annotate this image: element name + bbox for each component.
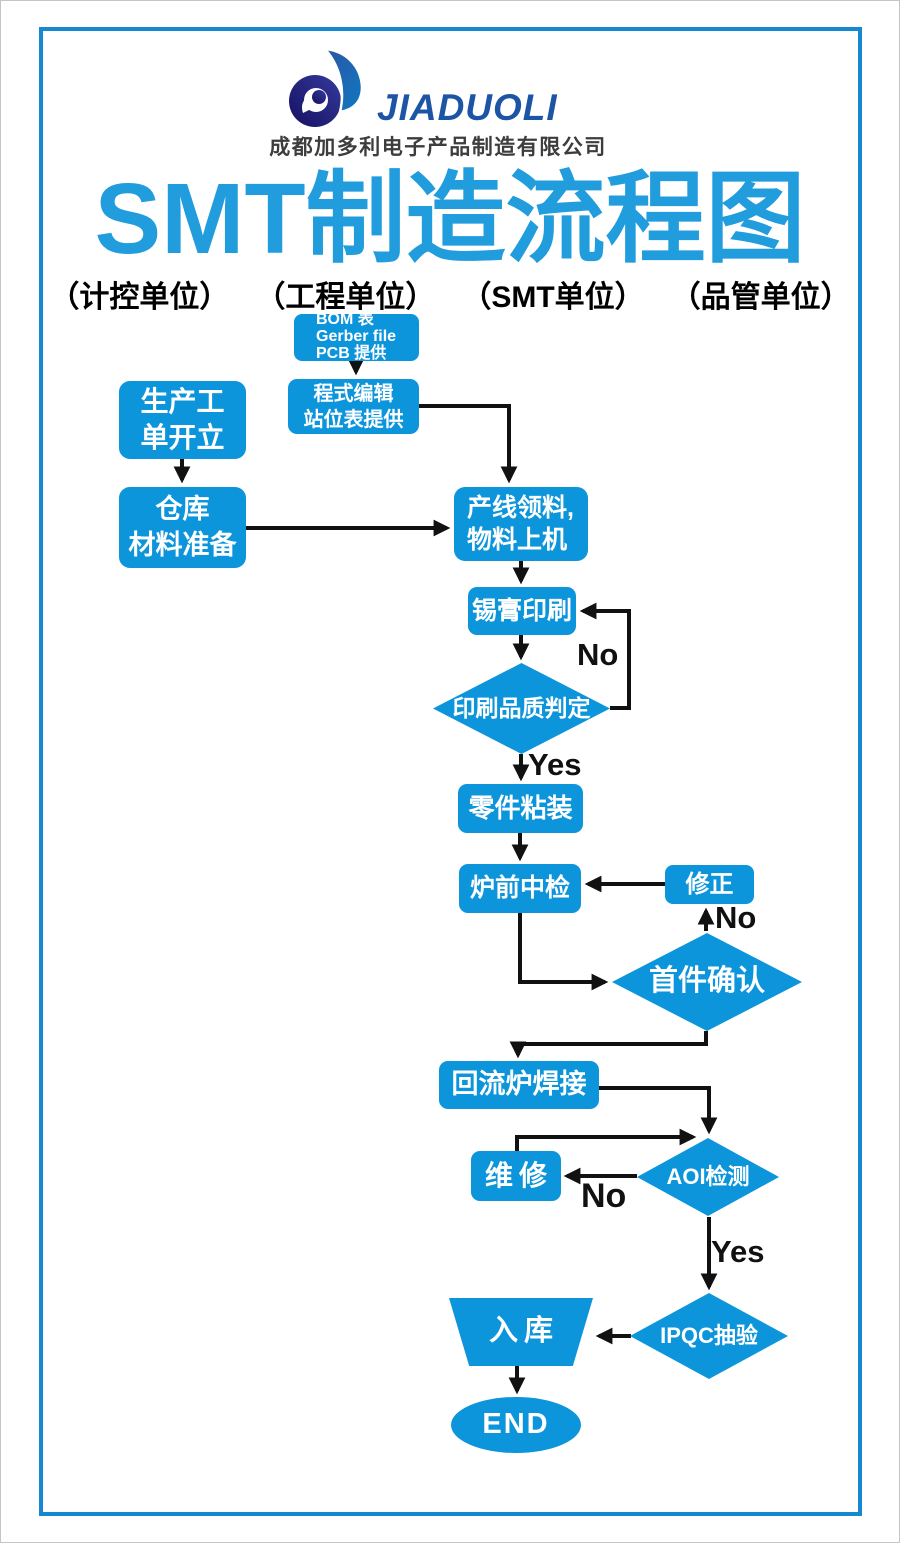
node-first-article-label: 首件确认 bbox=[648, 965, 765, 998]
unit-row: （计控单位） （工程单位） （SMT单位） （品管单位） bbox=[1, 272, 899, 316]
unit-smt: （SMT单位） bbox=[461, 281, 645, 314]
node-ipqc-label: IPQC抽验 bbox=[660, 1322, 758, 1348]
node-reflow-label: 回流炉焊接 bbox=[451, 1069, 587, 1100]
node-work-order-line2: 单开立 bbox=[140, 422, 225, 453]
edge-label-aoi-no: No bbox=[581, 1177, 627, 1215]
node-work-order: 生产工 单开立 bbox=[119, 381, 246, 459]
node-warehouse-line2: 材料准备 bbox=[128, 529, 237, 560]
node-print-check-label: 印刷品质判定 bbox=[452, 694, 591, 721]
node-work-order-line1: 生产工 bbox=[140, 385, 225, 417]
node-storage-label: 入库 bbox=[488, 1315, 559, 1348]
node-bom: BOM 表 Gerber file PCB 提供 bbox=[294, 311, 419, 362]
node-line-feed: 产线领料, 物料上机 bbox=[454, 487, 588, 561]
node-end: END bbox=[451, 1397, 581, 1453]
unit-qc: （品管单位） bbox=[670, 281, 851, 314]
node-solder-print-label: 锡膏印刷 bbox=[471, 596, 572, 625]
edge-printcheck-no-loop bbox=[579, 602, 631, 710]
node-pre-oven-check: 炉前中检 bbox=[459, 864, 581, 913]
edge-label-first-no: No bbox=[715, 900, 757, 935]
edge-label-aoi-yes: Yes bbox=[711, 1234, 765, 1269]
edge-preoven-firstarticle bbox=[518, 913, 609, 991]
node-repair-label: 维修 bbox=[484, 1159, 553, 1191]
edge-reflow-aoi bbox=[599, 1086, 718, 1135]
node-reflow: 回流炉焊接 bbox=[439, 1061, 599, 1109]
node-end-label: END bbox=[482, 1408, 550, 1441]
edge-label-print-yes: Yes bbox=[528, 747, 582, 782]
border-frame bbox=[39, 27, 862, 1516]
node-storage: 入库 bbox=[449, 1298, 593, 1366]
edge-label-print-no: No bbox=[577, 637, 619, 672]
node-program-edit: 程式编辑 站位表提供 bbox=[288, 379, 419, 434]
node-warehouse: 仓库 材料准备 bbox=[119, 487, 246, 568]
brand-name: JIADUOLI bbox=[377, 87, 558, 128]
node-solder-print: 锡膏印刷 bbox=[468, 587, 576, 635]
company-name: 成都加多利电子产品制造有限公司 bbox=[269, 136, 607, 159]
node-component-place-label: 零件粘装 bbox=[468, 792, 573, 823]
node-repair: 维修 bbox=[471, 1151, 561, 1201]
edge-program-linefeed bbox=[418, 404, 518, 484]
edge-firstarticle-reflow bbox=[509, 1031, 708, 1059]
node-pre-oven-check-label: 炉前中检 bbox=[469, 874, 570, 903]
node-program-line1: 程式编辑 bbox=[313, 382, 394, 405]
node-program-line2: 站位表提供 bbox=[303, 408, 404, 431]
node-fix: 修正 bbox=[665, 865, 754, 904]
node-aoi-label: AOI检测 bbox=[666, 1163, 750, 1189]
page-title: SMT制造流程图 bbox=[94, 163, 806, 275]
node-line-feed-line1: 产线领料, bbox=[467, 493, 574, 522]
node-component-place: 零件粘装 bbox=[458, 784, 583, 833]
node-bom-line1: BOM 表 bbox=[316, 311, 374, 329]
edge-repair-aoi-loop bbox=[515, 1128, 697, 1151]
node-warehouse-line1: 仓库 bbox=[155, 494, 210, 525]
unit-planning: （计控单位） bbox=[49, 281, 230, 314]
jiaduoli-logo-icon bbox=[289, 49, 363, 127]
node-fix-label: 修正 bbox=[685, 870, 734, 898]
node-line-feed-line2: 物料上机 bbox=[467, 526, 568, 554]
unit-engineering: （工程单位） bbox=[255, 281, 436, 314]
node-bom-line3: PCB 提供 bbox=[316, 344, 387, 362]
node-bom-line2: Gerber file bbox=[316, 328, 397, 346]
